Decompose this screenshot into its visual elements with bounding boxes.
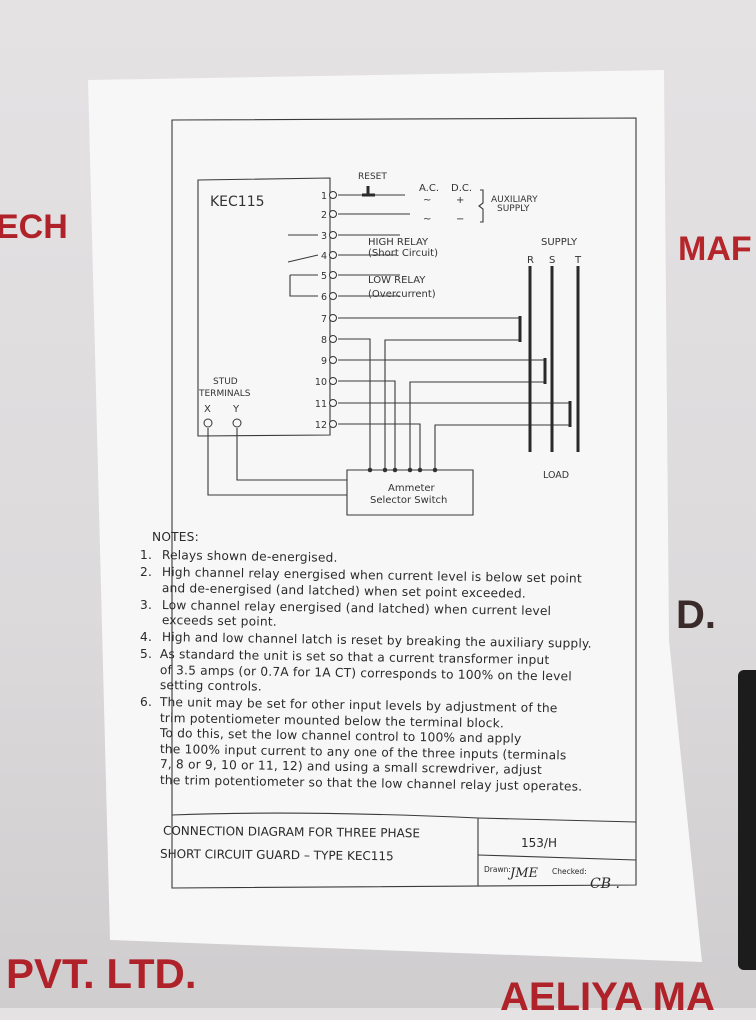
- drawn-by-signature: JME: [510, 866, 539, 881]
- ct-return-wires: [384, 339, 570, 470]
- terminal-12: [329, 420, 337, 428]
- terminal-11: [329, 399, 337, 407]
- checked-label: Checked:: [552, 867, 587, 876]
- note-line: Relays shown de-energised.: [161, 548, 338, 565]
- aux-brace: [478, 189, 484, 223]
- stud-terminals-label: TERMINALS: [198, 389, 251, 399]
- high-relay-sub-label: (Short Circuit): [368, 248, 438, 259]
- relay-wires: [338, 234, 400, 297]
- terminal-2: [329, 210, 337, 218]
- note-number: 5.: [140, 647, 153, 661]
- load-label: LOAD: [543, 470, 569, 481]
- ammeter-label: Ammeter: [388, 483, 436, 494]
- terminal-label-9: 9: [321, 356, 327, 367]
- notes-heading: NOTES:: [152, 530, 199, 544]
- drawn-label: Drawn:: [484, 865, 511, 874]
- high-relay-label: HIGH RELAY: [368, 237, 429, 248]
- low-relay-label: LOW RELAY: [368, 275, 426, 286]
- terminal-label-10: 10: [315, 377, 327, 388]
- phase-t-label: T: [574, 255, 582, 266]
- terminal-9: [329, 356, 337, 364]
- drawing-number: 153/H: [521, 836, 557, 850]
- terminal-6: [329, 292, 337, 300]
- background-device: [738, 670, 756, 970]
- terminal-label-7: 7: [321, 314, 327, 325]
- paper-sheet: [88, 70, 702, 962]
- terminal-label-12: 12: [315, 420, 327, 431]
- stud-x-label: X: [204, 404, 211, 415]
- terminal-5: [329, 271, 337, 279]
- terminal-1: [329, 191, 337, 199]
- ac-symbol-2: ~: [423, 214, 431, 225]
- terminal-label-4: 4: [321, 251, 327, 262]
- dc-plus: +: [456, 195, 464, 206]
- terminal-8: [329, 335, 337, 343]
- note-number: 3.: [140, 597, 153, 612]
- terminal-label-6: 6: [321, 292, 327, 303]
- title-line-1: CONNECTION DIAGRAM FOR THREE PHASE: [162, 823, 421, 841]
- auxiliary-supply-label: SUPPLY: [497, 204, 530, 214]
- terminal-3: [329, 231, 337, 239]
- note-number: 6.: [140, 695, 153, 709]
- background-text-bottom-right: AELIYA MA: [500, 975, 715, 1019]
- phase-r-label: R: [527, 255, 534, 266]
- reset-button-icon: [362, 186, 375, 197]
- background-sign-right: MAF: [678, 230, 752, 268]
- terminal-label-5: 5: [321, 271, 327, 282]
- terminal-label-8: 8: [321, 335, 327, 346]
- terminal-label-2: 2: [321, 210, 327, 221]
- terminal-label-1: 1: [321, 191, 327, 202]
- drawing-border: [171, 117, 637, 889]
- supply-label: SUPPLY: [541, 237, 578, 248]
- title-block-top-line: [171, 812, 637, 823]
- note-line: setting controls.: [159, 678, 262, 694]
- stud-x-terminal: [203, 418, 213, 428]
- aux-wires: [338, 194, 410, 215]
- ammeter-selector-box: [346, 469, 474, 516]
- stud-label: STUD: [213, 377, 238, 387]
- stud-y-terminal: [232, 418, 242, 428]
- relay-contacts: [287, 234, 319, 297]
- kec115-box: [197, 177, 331, 437]
- ac-label: A.C.: [419, 183, 439, 194]
- stud-y-label: Y: [232, 404, 240, 415]
- dc-minus: −: [456, 214, 464, 225]
- background-text-right-mid: D.: [676, 593, 716, 637]
- background-text-bottom-left: PVT. LTD.: [6, 950, 197, 997]
- note-number: 1.: [140, 548, 153, 562]
- auxiliary-label: AUXILIARY: [491, 195, 538, 205]
- phase-s-label: S: [549, 255, 555, 266]
- checked-by-signature: CB .: [590, 876, 620, 892]
- terminal-4: [329, 251, 337, 259]
- model-label: KEC115: [210, 194, 265, 210]
- ac-symbol-1: ~: [423, 195, 431, 206]
- terminal-label-3: 3: [321, 231, 327, 242]
- low-relay-sub-label: (Overcurrent): [368, 289, 436, 300]
- stud-wires: [207, 428, 347, 496]
- title-block-split: [477, 854, 637, 861]
- terminal-10: [329, 377, 337, 385]
- dc-label: D.C.: [451, 183, 472, 194]
- note-number: 4.: [140, 630, 153, 644]
- title-line-2: SHORT CIRCUIT GUARD – TYPE KEC115: [159, 846, 394, 864]
- terminal-label-11: 11: [315, 399, 327, 410]
- selector-switch-label: Selector Switch: [370, 495, 447, 506]
- note-number: 2.: [140, 565, 153, 579]
- note-line: exceeds set point.: [161, 613, 277, 629]
- terminal-7: [329, 314, 337, 322]
- background-sign-left: ECH: [0, 208, 68, 246]
- reset-label: RESET: [358, 172, 387, 182]
